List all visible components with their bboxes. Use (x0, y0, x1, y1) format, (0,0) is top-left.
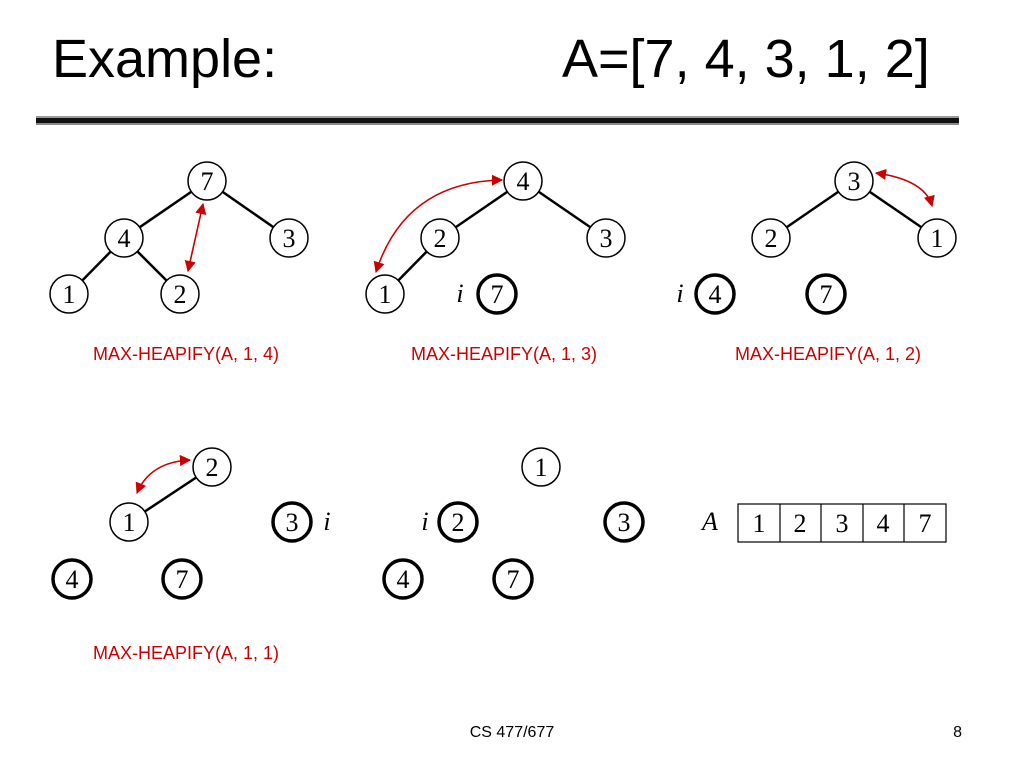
step-caption: MAX-HEAPIFY(A, 1, 1) (93, 643, 279, 663)
heap-node (192, 447, 232, 487)
heap-node (503, 161, 543, 201)
node-label: 3 (600, 224, 613, 253)
node-label: 1 (379, 280, 392, 309)
heap-node (187, 161, 227, 201)
node-label: 4 (397, 565, 410, 594)
node-label: 2 (452, 508, 465, 537)
heap-node (521, 447, 561, 487)
heap-panel-4: 2 1 3 4 7 i MAX-HEAPIFY(A, 1, 1) (51, 447, 331, 663)
sorted-node (437, 501, 479, 543)
node-label: 7 (491, 280, 504, 309)
array-cell: 3 (836, 509, 849, 538)
sorted-node (476, 273, 518, 315)
array-frame (737, 503, 947, 543)
node-label: 7 (176, 565, 189, 594)
array-cell: 4 (877, 509, 890, 538)
page-number: 8 (953, 724, 962, 741)
sorted-array: A 1 2 3 4 7 (700, 503, 947, 543)
node-label: 7 (201, 167, 214, 196)
array-definition: A=[7, 4, 3, 1, 2] (562, 29, 930, 89)
node-label: 1 (931, 224, 944, 253)
node-label: 7 (507, 565, 520, 594)
node-label: 2 (765, 224, 778, 253)
array-cell: 1 (753, 509, 766, 538)
step-caption: MAX-HEAPIFY(A, 1, 2) (735, 344, 921, 364)
sorted-node (271, 501, 313, 543)
sorted-node (161, 558, 203, 600)
heap-node (365, 274, 405, 314)
node-label: 4 (709, 280, 722, 309)
slide-title: Example: (52, 29, 278, 89)
course-footer: CS 477/677 (469, 724, 555, 741)
node-label: 1 (535, 453, 548, 482)
node-label: 7 (820, 280, 833, 309)
array-cell: 2 (794, 509, 807, 538)
heap-panel-3: 3 2 1 4 7 i MAX-HEAPIFY(A, 1, 2) (676, 161, 957, 364)
heap-panel-2: 4 2 3 1 7 i MAX-HEAPIFY(A, 1, 3) (365, 161, 626, 364)
swap-arrow (135, 454, 192, 495)
node-label: 1 (123, 508, 136, 537)
index-marker: i (456, 279, 463, 308)
node-label: 4 (118, 224, 131, 253)
array-cell: 7 (919, 509, 932, 538)
node-label: 3 (286, 508, 299, 537)
node-label: 4 (517, 167, 530, 196)
heap-node (751, 218, 791, 258)
heap-node (49, 274, 89, 314)
sorted-node (51, 558, 93, 600)
heap-node (917, 218, 957, 258)
node-label: 3 (848, 167, 861, 196)
array-label: A (700, 507, 718, 536)
heap-node (160, 274, 200, 314)
sorted-node (805, 273, 847, 315)
heap-node (420, 218, 460, 258)
node-label: 1 (63, 280, 76, 309)
sorted-node (492, 558, 534, 600)
heap-node (269, 218, 309, 258)
node-label: 2 (434, 224, 447, 253)
node-label: 4 (66, 565, 79, 594)
node-label: 3 (283, 224, 296, 253)
title-divider-top (36, 116, 959, 118)
sorted-node (603, 501, 645, 543)
index-marker: i (323, 507, 330, 536)
title-divider-bottom (36, 123, 959, 125)
step-caption: MAX-HEAPIFY(A, 1, 4) (93, 344, 279, 364)
heap-panel-5: 1 2 3 4 7 i (382, 447, 645, 600)
node-label: 2 (174, 280, 187, 309)
sorted-node (382, 558, 424, 600)
index-marker: i (421, 507, 428, 536)
heap-panel-1: 7 4 3 1 2 MAX-HEAPIFY(A, 1, 4) (49, 161, 309, 364)
sorted-node (694, 273, 736, 315)
title-divider (36, 118, 959, 123)
heap-node (104, 218, 144, 258)
index-marker: i (676, 279, 683, 308)
heap-node (586, 218, 626, 258)
swap-arrow (874, 168, 935, 208)
step-caption: MAX-HEAPIFY(A, 1, 3) (411, 344, 597, 364)
heap-node (109, 502, 149, 542)
swap-arrow (373, 174, 504, 274)
heap-node (834, 161, 874, 201)
node-label: 3 (618, 508, 631, 537)
node-label: 2 (206, 453, 219, 482)
swap-arrow (184, 202, 207, 273)
